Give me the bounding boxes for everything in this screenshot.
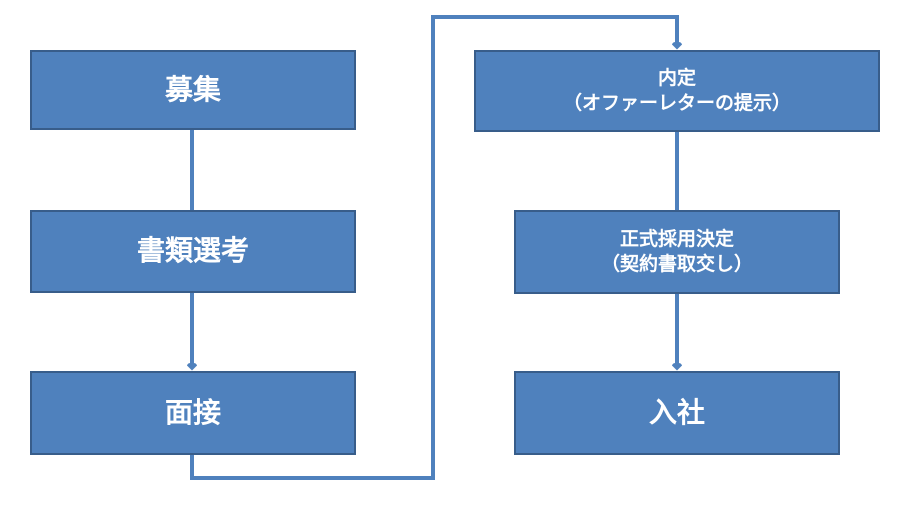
step-joining-label: 入社 xyxy=(648,395,705,429)
step-interview-label: 面接 xyxy=(164,395,221,429)
step-document-screening-label: 書類選考 xyxy=(136,234,249,268)
step-formal-decision-title: 正式採用決定 xyxy=(619,228,734,251)
step-informal-offer-note: （オファーレターの提示） xyxy=(562,92,791,114)
step-interview: 面接 xyxy=(30,371,356,455)
step-formal-decision: 正式採用決定 （契約書取交し） xyxy=(514,210,840,294)
arrow-interview-to-offer xyxy=(190,15,677,480)
step-informal-offer: 内定 （オファーレターの提示） xyxy=(474,50,880,132)
step-joining: 入社 xyxy=(514,371,840,455)
step-recruitment: 募集 xyxy=(30,50,356,130)
step-formal-decision-note: （契約書取交し） xyxy=(600,253,753,275)
step-informal-offer-title: 内定 xyxy=(657,67,696,90)
step-document-screening: 書類選考 xyxy=(30,210,356,293)
step-recruitment-label: 募集 xyxy=(164,72,221,106)
